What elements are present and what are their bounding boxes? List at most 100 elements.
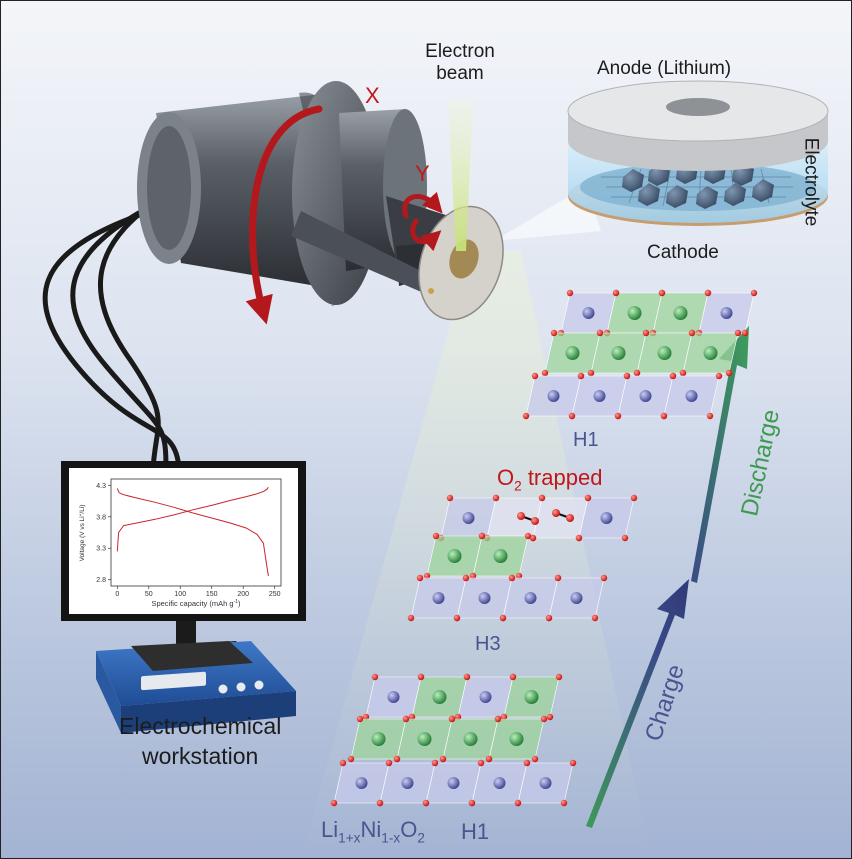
li-atom xyxy=(565,346,580,360)
o-atom xyxy=(376,799,384,807)
o-atom xyxy=(416,574,424,582)
ni-atom xyxy=(355,777,368,789)
chart-x-tick-label: 50 xyxy=(145,591,153,598)
o-atom xyxy=(492,494,500,502)
o-atom xyxy=(545,614,553,622)
chart-series-1-line xyxy=(116,486,269,552)
o2-atom xyxy=(552,509,560,517)
knob-1 xyxy=(218,684,228,694)
chart-x-axis-label-end: ) xyxy=(238,599,241,608)
o-atom xyxy=(514,799,522,807)
ni-atom xyxy=(600,512,613,524)
o-atom xyxy=(633,369,641,377)
h1-bottom-row-3 xyxy=(330,759,577,807)
o-atom xyxy=(385,759,393,767)
h1-top-row-2 xyxy=(541,329,742,377)
li-atom xyxy=(657,346,672,360)
x-rotation-arrow xyxy=(245,105,323,325)
o2-trapped-label: O2 trapped xyxy=(497,465,602,493)
chart-y-axis-label-sup: + xyxy=(78,513,83,516)
chart-x-axis-label-sup: -1 xyxy=(234,599,239,605)
o-atom xyxy=(402,715,410,723)
formula-li-sub: 1+x xyxy=(338,830,361,846)
o-atom xyxy=(706,412,714,420)
formula-ni-sub: 1-x xyxy=(381,830,401,846)
o-atom xyxy=(596,329,604,337)
chart-y-tick-label: 3.8 xyxy=(96,514,106,521)
o-atom xyxy=(356,715,364,723)
o-atom xyxy=(448,715,456,723)
o2-subscript: 2 xyxy=(514,478,522,494)
ni-atom xyxy=(539,777,552,789)
o-atom xyxy=(362,713,370,721)
ni-atom xyxy=(685,390,698,402)
h3-row-1 xyxy=(437,494,638,542)
anode-label: Anode (Lithium) xyxy=(597,58,732,79)
chart-series-2-line xyxy=(116,488,269,576)
o-atom xyxy=(725,369,733,377)
o2-suffix: trapped xyxy=(521,465,603,490)
chart-x-tick-label: 150 xyxy=(206,591,218,598)
lattice-cell xyxy=(532,497,589,539)
o-atom xyxy=(575,534,583,542)
o-atom xyxy=(642,329,650,337)
o-atom xyxy=(408,713,416,721)
y-axis-label: Y xyxy=(415,161,430,186)
ni-atom xyxy=(401,777,414,789)
o-atom xyxy=(330,799,338,807)
o-atom xyxy=(522,412,530,420)
li-atom xyxy=(673,306,688,320)
o-atom xyxy=(630,494,638,502)
h3-row-3 xyxy=(407,574,608,622)
o-atom xyxy=(658,289,666,297)
li-atom xyxy=(447,549,462,563)
o-atom xyxy=(612,289,620,297)
o-atom xyxy=(741,329,749,337)
o-atom xyxy=(587,369,595,377)
electron-beam xyxy=(448,99,473,251)
o-atom xyxy=(555,673,563,681)
electrolyte-label: Electrolyte xyxy=(800,137,822,227)
ni-atom xyxy=(493,777,506,789)
o-atom xyxy=(541,369,549,377)
chart-y-tick-label: 3.3 xyxy=(96,546,106,553)
electron-beam-label: Electron beam xyxy=(415,41,505,85)
h1-top-row-1 xyxy=(557,289,758,337)
o-atom xyxy=(614,412,622,420)
formula-o-sub: 2 xyxy=(417,830,425,846)
formula-o: O xyxy=(400,817,418,842)
chart-x-tick-label: 250 xyxy=(269,591,281,598)
ni-atom xyxy=(478,592,491,604)
o-atom xyxy=(584,494,592,502)
display-panel xyxy=(141,671,206,691)
chart-x-tick-label: 0 xyxy=(115,591,119,598)
o-atom xyxy=(523,759,531,767)
o-atom xyxy=(569,759,577,767)
o-atom xyxy=(371,673,379,681)
h3-row-2 xyxy=(423,532,532,580)
o-atom xyxy=(704,289,712,297)
o-atom xyxy=(393,755,401,763)
ni-atom xyxy=(387,691,400,703)
o-atom xyxy=(568,412,576,420)
o-atom xyxy=(577,372,585,380)
li-atom xyxy=(509,732,524,746)
li-atom xyxy=(417,732,432,746)
o-atom xyxy=(339,759,347,767)
o-atom xyxy=(566,289,574,297)
o-atom xyxy=(669,372,677,380)
o2-atom xyxy=(566,514,574,522)
o-atom xyxy=(688,329,696,337)
discharge-arrow xyxy=(691,326,749,583)
o-atom xyxy=(454,713,462,721)
o-atom xyxy=(531,372,539,380)
li-atom xyxy=(371,732,386,746)
o-atom xyxy=(432,532,440,540)
li-atom xyxy=(463,732,478,746)
o2-atom xyxy=(517,512,525,520)
phase-h3-label: H3 xyxy=(475,633,501,655)
o-atom xyxy=(423,572,431,580)
ni-atom xyxy=(524,592,537,604)
h1-bottom-row-2 xyxy=(347,715,548,763)
